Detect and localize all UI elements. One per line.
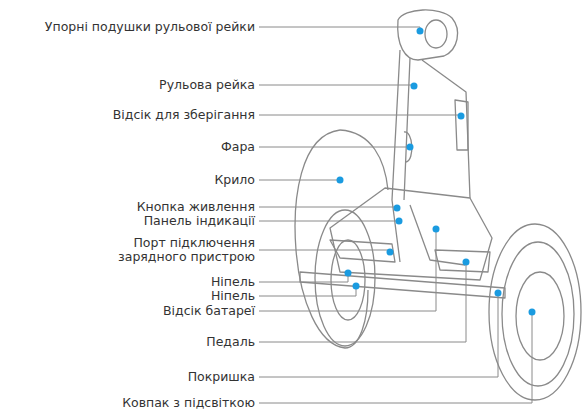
leader-line	[259, 286, 356, 296]
part-label: Покришка	[188, 370, 255, 384]
fender	[295, 130, 368, 348]
callout-dot	[529, 309, 536, 316]
callout-dot	[417, 28, 424, 35]
callout-dot	[337, 177, 344, 184]
leader-line	[259, 250, 390, 252]
leader-line	[259, 27, 420, 31]
callout-dot	[345, 270, 352, 277]
body-panel	[392, 200, 465, 265]
part-label: Кнопка живлення	[137, 200, 255, 214]
steering-head	[398, 10, 458, 60]
leader-line	[259, 293, 498, 377]
fender-top	[340, 130, 388, 190]
right-pedal	[435, 250, 490, 272]
part-label: Панель індикації	[144, 214, 255, 228]
part-label: Упорні подушки рульової рейки	[45, 20, 255, 34]
part-label: Фара	[221, 140, 255, 154]
leader-line	[259, 147, 410, 148]
leader-line	[259, 229, 436, 311]
part-label: Рульова рейка	[159, 78, 255, 92]
callout-dot	[495, 290, 502, 297]
callout-dot	[387, 249, 394, 256]
callout-dot	[458, 113, 465, 120]
body-shell	[330, 188, 492, 280]
callout-dot	[396, 218, 403, 225]
left-pedal	[330, 240, 395, 262]
leader-line	[259, 221, 399, 222]
light-hub-cap	[516, 272, 564, 360]
part-label: Ніпель	[211, 289, 255, 303]
pedal-bar	[300, 272, 505, 298]
callout-dot	[353, 283, 360, 290]
leader-line	[259, 85, 414, 86]
leader-line	[259, 207, 397, 208]
knee-pad	[425, 20, 447, 48]
leader-line	[259, 273, 348, 282]
part-label: Ніпель	[211, 275, 255, 289]
leader-line	[259, 312, 532, 403]
leader-line	[259, 180, 340, 181]
part-label: Порт підключення зарядного пристрою	[115, 236, 255, 264]
callout-dot	[407, 144, 414, 151]
leader-line	[259, 115, 461, 116]
callout-dot	[433, 226, 440, 233]
part-label: Крило	[214, 173, 255, 187]
part-label: Відсік для зберігання	[113, 108, 255, 122]
right-tire-inner	[502, 242, 574, 386]
callout-dot	[411, 83, 418, 90]
leader-line	[259, 262, 466, 342]
part-label: Ковпак з підсвіткою	[122, 396, 255, 410]
part-label: Відсік батареї	[163, 304, 255, 318]
callout-dot	[394, 205, 401, 212]
steering-column	[392, 50, 470, 200]
storage-compartment	[455, 100, 468, 150]
right-tire	[489, 224, 581, 400]
callout-dot	[463, 259, 470, 266]
left-wheel	[315, 210, 375, 346]
part-label: Педаль	[206, 335, 255, 349]
